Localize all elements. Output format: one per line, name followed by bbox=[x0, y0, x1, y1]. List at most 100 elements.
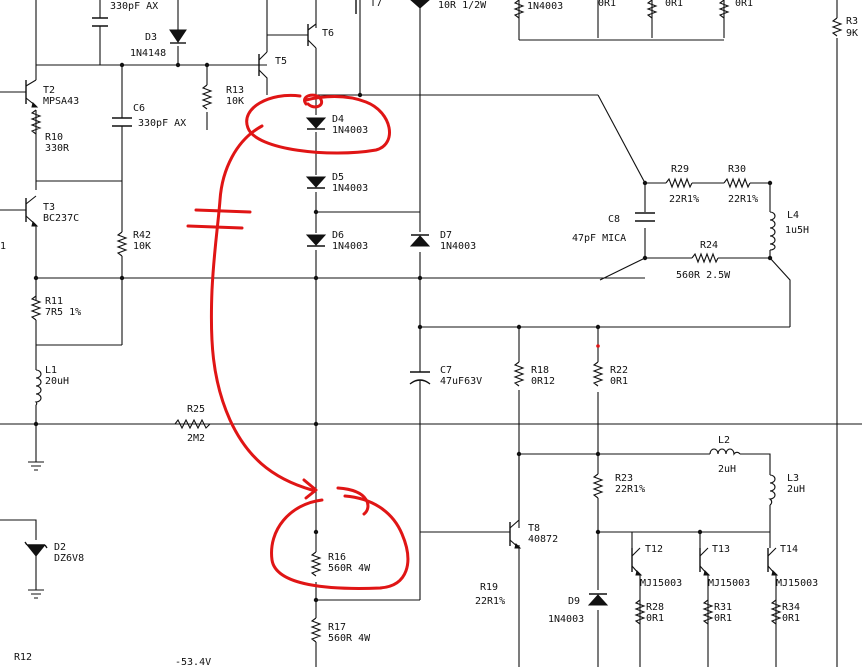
ground-symbols bbox=[28, 461, 44, 599]
label-r11v: 7R5 1% bbox=[45, 307, 81, 318]
diode-d9 bbox=[587, 593, 609, 606]
label-r-top4: 0R1 bbox=[735, 0, 753, 9]
resistor-r22 bbox=[592, 361, 604, 387]
label-t7: T7 bbox=[370, 0, 382, 9]
label-c-top: 330pF AX bbox=[110, 1, 158, 12]
label-mj2: MJ15003 bbox=[708, 578, 750, 589]
label-t14: T14 bbox=[780, 544, 798, 555]
label-c6v: 330pF AX bbox=[138, 118, 186, 129]
label-c7v: 47uF63V bbox=[440, 376, 482, 387]
resistor-r3 bbox=[831, 17, 843, 37]
label-r23: R23 bbox=[615, 473, 633, 484]
label-r16v: 560R 4W bbox=[328, 563, 371, 574]
label-r12: R12 bbox=[14, 652, 32, 663]
label-r42v: 10K bbox=[133, 241, 151, 252]
label-d2: D2 bbox=[54, 542, 66, 553]
resistor-top3 bbox=[718, 0, 730, 19]
inductor-l3 bbox=[768, 474, 776, 506]
zener-d2 bbox=[24, 541, 48, 557]
label-r22v: 0R1 bbox=[610, 376, 628, 387]
label-t2v: MPSA43 bbox=[43, 96, 79, 107]
transistor-t14 bbox=[767, 547, 779, 576]
capacitor-c6 bbox=[112, 110, 132, 132]
resistor-r28 bbox=[634, 599, 646, 625]
transistor-t13 bbox=[699, 547, 711, 576]
label-d7v: 1N4003 bbox=[440, 241, 476, 252]
label-t13: T13 bbox=[712, 544, 730, 555]
label-r24: R24 bbox=[700, 240, 718, 251]
label-d2v: DZ6V8 bbox=[54, 553, 84, 564]
label-t8v: 40872 bbox=[528, 534, 558, 545]
label-r-top: 10R 1/2W bbox=[438, 0, 487, 11]
label-c6: C6 bbox=[133, 103, 145, 114]
label-l3: L3 bbox=[787, 473, 799, 484]
capacitor-c7 bbox=[409, 368, 431, 388]
label-r18v: 0R12 bbox=[531, 376, 555, 387]
capacitors bbox=[92, 17, 655, 388]
label-r11: R11 bbox=[45, 296, 63, 307]
resistor-r23 bbox=[592, 473, 604, 499]
label-d4v: 1N4003 bbox=[332, 125, 368, 136]
label-r19v: 22R1% bbox=[475, 596, 505, 607]
label-r13v: 10K bbox=[226, 96, 244, 107]
label-d3v: 1N4148 bbox=[130, 48, 166, 59]
resistor-top2 bbox=[646, 0, 658, 19]
label-mj1: MJ15003 bbox=[640, 578, 682, 589]
label-r3v: 9K bbox=[846, 28, 858, 39]
label-d3: D3 bbox=[145, 32, 157, 43]
resistor-r24 bbox=[691, 252, 719, 264]
label-l2v: 2uH bbox=[718, 464, 736, 475]
label-r13: R13 bbox=[226, 85, 244, 96]
label-r25v: 2M2 bbox=[187, 433, 205, 444]
capacitor-top bbox=[92, 17, 108, 36]
resistor-r11 bbox=[30, 295, 42, 321]
label-d7: D7 bbox=[440, 230, 452, 241]
label-r28: R28 bbox=[646, 602, 664, 613]
label-r24v: 560R 2.5W bbox=[676, 270, 731, 281]
label-r25: R25 bbox=[187, 404, 205, 415]
annotation-arrowhead bbox=[302, 478, 318, 500]
label-r31: R31 bbox=[714, 602, 732, 613]
label-d9: D9 bbox=[568, 596, 580, 607]
label-t6: T6 bbox=[322, 28, 334, 39]
transistor-t2 bbox=[0, 79, 39, 108]
transistor-t6 bbox=[267, 23, 317, 49]
label-d5v: 1N4003 bbox=[332, 183, 368, 194]
label-l4v: 1u5H bbox=[785, 225, 809, 236]
label-c8v: 47pF MICA bbox=[572, 233, 626, 244]
label-r10v: 330R bbox=[45, 143, 70, 154]
resistor-r25 bbox=[174, 418, 211, 430]
label-d9v: 1N4003 bbox=[548, 614, 584, 625]
label-c8: C8 bbox=[608, 214, 620, 225]
label-c7: C7 bbox=[440, 365, 452, 376]
resistor-r34 bbox=[770, 599, 782, 625]
annotation-circle-r16 bbox=[270, 486, 410, 590]
capacitor-c8 bbox=[635, 212, 655, 222]
inductor-l1 bbox=[34, 369, 42, 406]
label-d6v: 1N4003 bbox=[332, 241, 368, 252]
label-d-top: 1N4003 bbox=[527, 1, 563, 12]
annotation-curve bbox=[209, 124, 314, 492]
diode-top bbox=[410, 0, 430, 9]
label-d6: D6 bbox=[332, 230, 344, 241]
label-r-top2: 0R1 bbox=[598, 0, 616, 9]
label-l4: L4 bbox=[787, 210, 799, 221]
resistor-r10 bbox=[30, 109, 42, 135]
label-r34v: 0R1 bbox=[782, 613, 800, 624]
label-l1: L1 bbox=[45, 365, 57, 376]
label-volt: -53.4V bbox=[175, 657, 211, 667]
junction-dots bbox=[33, 62, 773, 603]
diode-d3 bbox=[169, 29, 187, 44]
label-r19: R19 bbox=[480, 582, 498, 593]
label-d5: D5 bbox=[332, 172, 344, 183]
label-r18: R18 bbox=[531, 365, 549, 376]
diode-d6 bbox=[305, 234, 327, 247]
transistors bbox=[0, 0, 779, 576]
label-l2: L2 bbox=[718, 435, 730, 446]
label-d4: D4 bbox=[332, 114, 344, 125]
label-t2: T2 bbox=[43, 85, 55, 96]
transistor-t5 bbox=[255, 51, 268, 95]
label-r30: R30 bbox=[728, 164, 746, 175]
resistor-r30 bbox=[723, 177, 751, 189]
